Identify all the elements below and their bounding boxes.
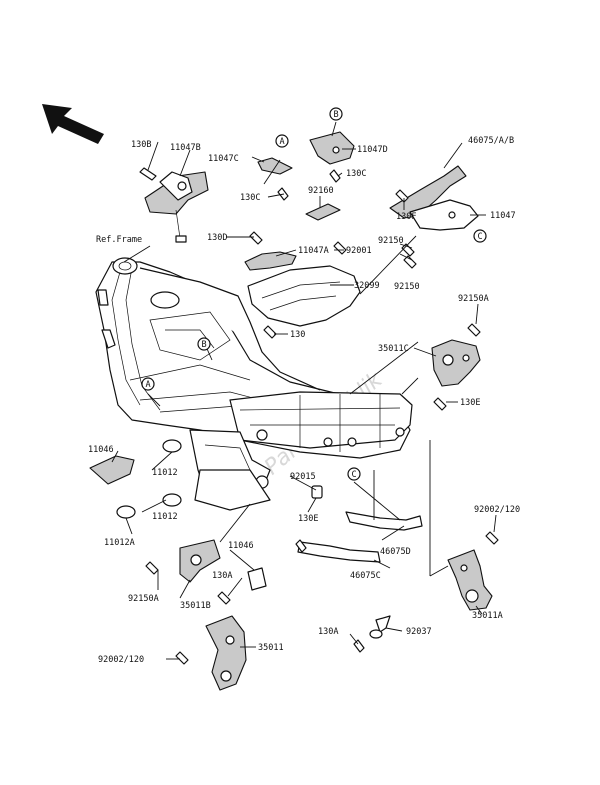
label-35011c: 35011C [378, 344, 409, 354]
label-92002-120-l: 92002/120 [98, 655, 144, 665]
callout-a-top: A [275, 134, 289, 148]
label-11046-b: 11046 [228, 541, 254, 551]
label-130-mid: 130 [290, 330, 305, 340]
label-35011b: 35011B [180, 601, 211, 611]
svg-text:B: B [202, 340, 207, 350]
bracket-35011c [431, 339, 481, 387]
callout-c-mid: C [347, 467, 361, 481]
callout-b-frame: B [197, 337, 211, 351]
label-11012a: 11012A [104, 538, 135, 548]
label-92150-top: 92150 [378, 236, 404, 246]
callout-a-frame: A [141, 377, 155, 391]
label-130c-b: 130C [346, 169, 366, 179]
leader-lines [111, 121, 497, 660]
label-92001: 92001 [346, 246, 372, 256]
label-11047c: 11047C [208, 154, 239, 164]
label-130e-r: 130E [460, 398, 480, 408]
svg-text:C: C [352, 470, 357, 480]
label-130d: 130D [207, 233, 227, 243]
svg-text:C: C [478, 232, 483, 242]
spacer-92015 [311, 485, 323, 499]
bracket-35011 [205, 615, 247, 691]
bracket-11047b [144, 171, 209, 243]
stay-46075 [297, 511, 423, 563]
label-130b: 130B [131, 140, 151, 150]
label-11047: 11047 [490, 211, 516, 221]
main-frame [95, 257, 413, 511]
clip-92037 [369, 615, 391, 639]
pad-92160 [305, 203, 341, 221]
grab-bar-46075 [389, 165, 479, 231]
label-46075ab: 46075/A/B [468, 136, 514, 146]
label-92037: 92037 [406, 627, 432, 637]
label-92160: 92160 [308, 186, 334, 196]
label-92150a-l: 92150A [128, 594, 159, 604]
label-130a-b: 130A [318, 627, 338, 637]
label-46075d: 46075D [380, 547, 411, 557]
label-130f: 130F [396, 212, 416, 222]
label-ref-frame: Ref.Frame [96, 235, 142, 245]
callout-c-top: C [473, 229, 487, 243]
tray-32099 [244, 251, 361, 327]
label-35011a: 35011A [472, 611, 503, 621]
label-92015: 92015 [290, 472, 316, 482]
grommet-11012 [116, 439, 182, 519]
label-11047b: 11047B [170, 143, 201, 153]
label-11012-b: 11012 [152, 512, 178, 522]
label-11046-l: 11046 [88, 445, 114, 455]
svg-text:A: A [280, 137, 285, 147]
label-32099: 32099 [354, 281, 380, 291]
label-11047a: 11047A [298, 246, 329, 256]
label-11047d: 11047D [357, 145, 388, 155]
part-labels: 130B 11047B 11047C 130C 11047D 130C 9216… [88, 136, 520, 665]
label-130e-m: 130E [298, 514, 318, 524]
label-92150-b: 92150 [394, 282, 420, 292]
label-11012: 11012 [152, 468, 178, 478]
label-92002-120-r: 92002/120 [474, 505, 520, 515]
svg-text:A: A [146, 380, 151, 390]
plate-11046-bottom [247, 567, 267, 591]
label-35011: 35011 [258, 643, 284, 653]
guard-11046-left [89, 455, 135, 485]
bracket-35011b [179, 539, 221, 583]
bolts [139, 167, 499, 665]
svg-text:B: B [334, 110, 339, 120]
bracket-11047c [257, 157, 293, 175]
direction-arrow-icon [42, 104, 104, 144]
callout-b-top: B [329, 107, 343, 121]
bracket-35011a [447, 549, 493, 611]
label-130c-a: 130C [240, 193, 260, 203]
label-92150a-r: 92150A [458, 294, 489, 304]
label-46075c: 46075C [350, 571, 381, 581]
label-130a-a: 130A [212, 571, 232, 581]
bracket-11047d [309, 131, 355, 165]
